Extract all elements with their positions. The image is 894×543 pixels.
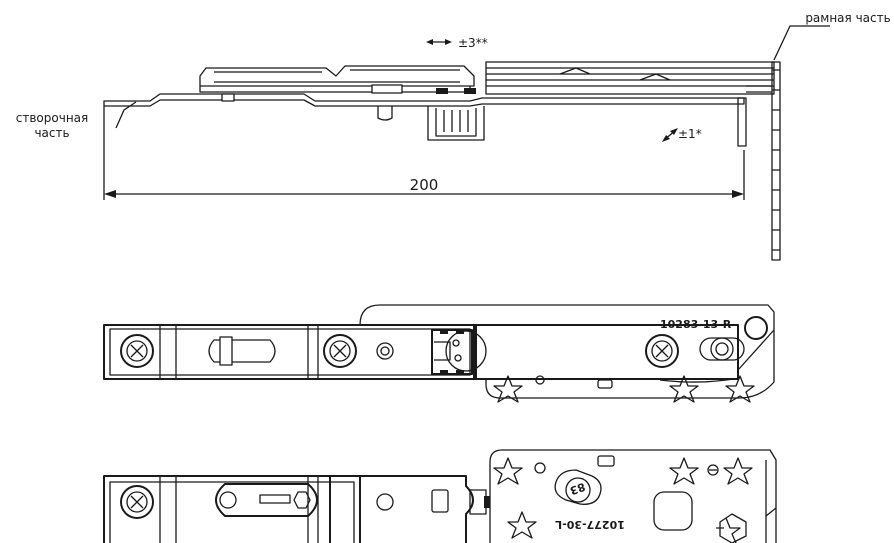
screw-3 [645, 334, 679, 368]
part-code-bottom: 10277-30-L [555, 518, 625, 531]
frame-part-label: рамная часть [805, 11, 890, 25]
dimension-label: 200 [410, 176, 439, 194]
sash-part-label-line1: створочная [16, 111, 88, 125]
stamp-number: 83 [568, 480, 587, 497]
sash-part-label-line2: часть [34, 126, 69, 140]
tolerance-diag-label: ±1* [678, 127, 702, 141]
screw-1 [120, 334, 154, 368]
part-code-top: 10283-13-R [660, 318, 732, 331]
plan-view-bottom [103, 449, 777, 543]
tolerance-top-label: ±3** [458, 36, 488, 50]
plan-view-top [103, 304, 775, 403]
side-view [103, 25, 830, 261]
screw-4 [120, 485, 154, 519]
screw-2 [323, 334, 357, 368]
